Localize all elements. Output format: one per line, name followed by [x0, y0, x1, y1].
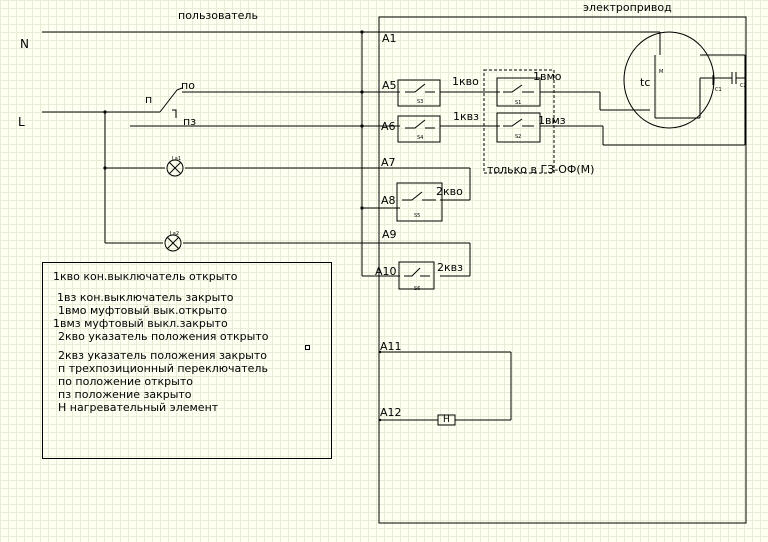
legend-line: 2квз указатель положения закрыто — [58, 349, 267, 362]
cap2-mark: C2 — [740, 83, 747, 89]
optional-clutch-box — [483, 69, 555, 174]
legend-line: 2кво указатель положения открыто — [58, 330, 269, 343]
line-label: L — [18, 115, 25, 129]
cap-mark: C1 — [715, 87, 722, 93]
legend-line: 1вз кон.выключатель закрыто — [57, 291, 234, 304]
legend-line: 1кво кон.выключатель открыто — [53, 270, 238, 283]
optional-note: только в ГЗ-ОФ(М) — [487, 163, 595, 176]
switch-1kvz — [397, 115, 441, 143]
selector-switch-contact — [172, 109, 177, 118]
drive-enclosure — [378, 16, 747, 524]
user-side-title: пользователь — [178, 9, 258, 22]
s6-mark: S6 — [414, 286, 421, 292]
legend-line: Н нагревательный элемент — [58, 401, 219, 414]
terminal-a1: A1 — [382, 32, 397, 45]
terminal-a9: A9 — [382, 228, 397, 241]
label-1kvz: 1квз — [453, 110, 479, 123]
terminal-a5: A5 — [382, 79, 397, 92]
lamp-1 — [166, 159, 184, 177]
resize-handle[interactable] — [305, 345, 310, 350]
switch-2kvo — [396, 182, 443, 222]
selector-switch-arm — [159, 87, 183, 113]
motor-mark: М — [659, 69, 664, 75]
drive-side-title: электропривод — [583, 1, 672, 14]
legend-line: пз положение закрыто — [58, 388, 192, 401]
terminal-a6: A6 — [381, 120, 396, 133]
label-1vmz: 1вмз — [538, 114, 566, 127]
legend-line: по положение открыто — [58, 375, 193, 388]
legend-line: п трехпозиционный переключатель — [58, 362, 268, 375]
legend-line: 1вмз муфтовый выкл.закрыто — [53, 317, 228, 330]
neutral-label: N — [20, 37, 29, 51]
switch-open-label: по — [181, 79, 195, 92]
switch-2kvz — [398, 261, 435, 290]
s2-mark: S2 — [515, 134, 522, 140]
terminal-a10: A10 — [375, 265, 397, 278]
s5-mark: S5 — [414, 213, 421, 219]
s4-mark: S4 — [417, 135, 424, 141]
legend-box: 1кво кон.выключатель открыто 1вз кон.вык… — [42, 262, 332, 459]
terminal-a7: A7 — [381, 156, 396, 169]
switch-name-label: п — [145, 93, 153, 106]
terminal-a12: A12 — [380, 406, 402, 419]
lamp1-mark: La1 — [172, 156, 182, 162]
switch-1kvo — [397, 79, 441, 107]
label-2kvo: 2кво — [436, 185, 463, 198]
legend-line: 1вмо муфтовый вык.открыто — [58, 304, 228, 317]
label-2kvz: 2квз — [437, 261, 463, 274]
terminal-a8: A8 — [381, 194, 396, 207]
label-1kvo: 1кво — [452, 75, 479, 88]
motor — [623, 31, 715, 129]
lamp2-mark: La2 — [170, 231, 180, 237]
label-1vmo: 1вмо — [533, 70, 562, 83]
switch-closed-label: пз — [183, 115, 197, 128]
terminal-a11: A11 — [380, 340, 402, 353]
s3-mark: S3 — [417, 99, 424, 105]
heater-element — [437, 414, 456, 426]
lamp-2 — [164, 234, 182, 252]
s1-mark: S1 — [515, 100, 522, 106]
label-motor: tc — [640, 76, 651, 89]
label-heater: H — [443, 415, 450, 425]
